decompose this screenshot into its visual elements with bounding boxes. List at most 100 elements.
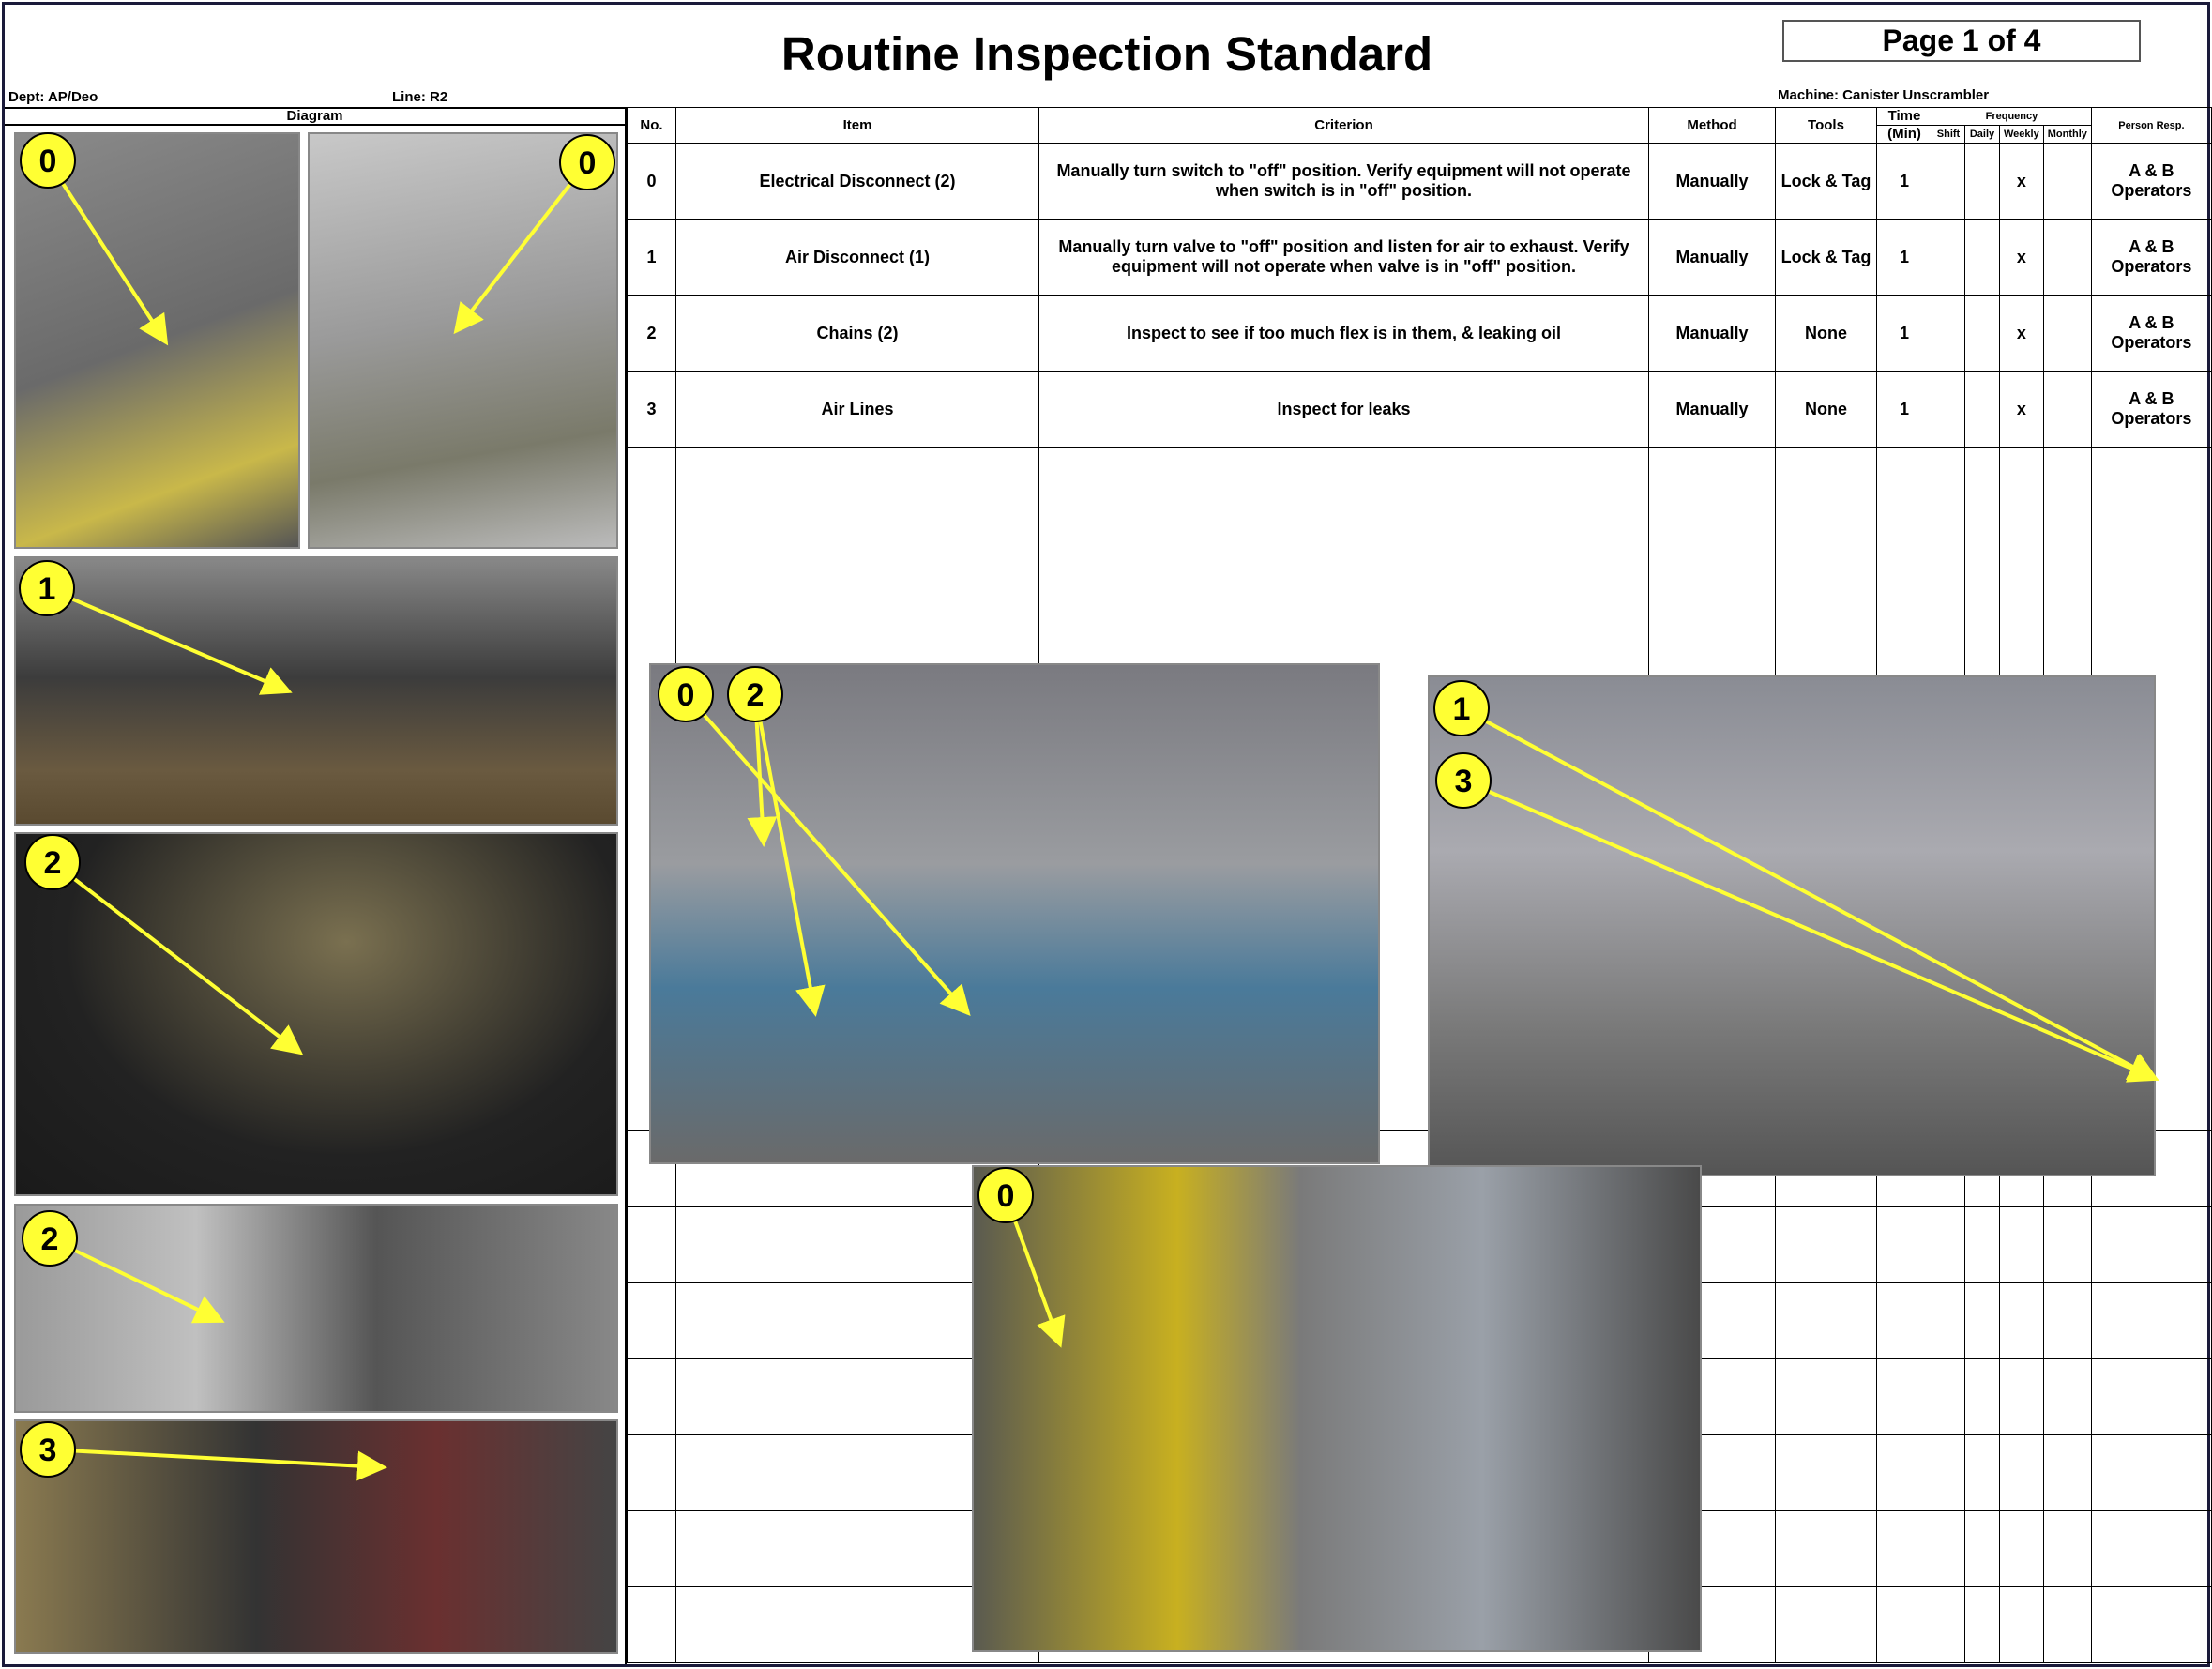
- marker-label: 1: [38, 571, 56, 607]
- marker-label: 0: [39, 144, 57, 179]
- photo-electrical-disconnect-2: [308, 132, 618, 549]
- empty-cell: [1876, 1206, 1932, 1283]
- cell-monthly: [2042, 143, 2092, 220]
- col-method: Method: [1648, 107, 1776, 144]
- marker-circle: [24, 834, 81, 890]
- empty-cell: [1964, 599, 2000, 675]
- empty-cell: [1876, 599, 1932, 675]
- cell-weekly: x: [1999, 295, 2044, 372]
- marker-circle: [19, 560, 75, 616]
- empty-cell: [2090, 1282, 2212, 1359]
- empty-cell: [1964, 1510, 2000, 1587]
- cell-weekly: x: [1999, 143, 2044, 220]
- marker-circle: [20, 132, 76, 189]
- cell-person: A & B Operators: [2090, 219, 2212, 296]
- marker-label: 3: [1455, 764, 1473, 799]
- col-tools: Tools: [1775, 107, 1877, 144]
- marker-arrow: [684, 692, 971, 1016]
- cell-item: Air Disconnect (1): [675, 219, 1039, 296]
- empty-cell: [1038, 599, 1649, 675]
- cell-daily: [1964, 295, 2000, 372]
- marker-circle: [727, 666, 783, 722]
- empty-cell: [1876, 1510, 1932, 1587]
- empty-cell: [1999, 1586, 2044, 1663]
- empty-cell: [627, 599, 676, 675]
- table-row: 1 Air Disconnect (1)Manually turn valve t…: [627, 219, 2212, 296]
- marker-circle: [977, 1167, 1034, 1223]
- cell-criterion: Inspect for leaks: [1038, 371, 1649, 448]
- page-title: Routine Inspection Standard: [780, 27, 1433, 81]
- cell-criterion: Inspect to see if too much flex is in th…: [1038, 295, 1649, 372]
- photo-chains-2: [14, 1204, 618, 1413]
- marker-circle: [1433, 680, 1490, 736]
- empty-cell: [1999, 1434, 2044, 1511]
- dept-label: Dept: AP/Deo: [8, 89, 98, 105]
- marker-label: 2: [747, 677, 765, 713]
- cell-person: A & B Operators: [2090, 295, 2212, 372]
- col-shift: Shift: [1932, 125, 1965, 144]
- col-monthly: Monthly: [2042, 125, 2092, 144]
- empty-cell: [2042, 523, 2092, 599]
- photo-air-disconnect: [14, 556, 618, 826]
- diagram-column: [5, 107, 627, 1664]
- empty-cell: [2090, 1510, 2212, 1587]
- empty-cell: [1876, 1586, 1932, 1663]
- cell-item: Chains (2): [675, 295, 1039, 372]
- cell-time: 1: [1876, 295, 1932, 372]
- empty-cell: [1648, 447, 1776, 523]
- empty-cell: [627, 1358, 676, 1435]
- marker-label: 1: [1453, 691, 1471, 727]
- empty-cell: [2090, 1358, 2212, 1435]
- empty-cell: [627, 1206, 676, 1283]
- photo-line-overview-2: [1428, 675, 2156, 1176]
- cell-shift: [1932, 295, 1965, 372]
- empty-cell: [1964, 1434, 2000, 1511]
- empty-cell: [2090, 1434, 2212, 1511]
- cell-shift: [1932, 219, 1965, 296]
- marker-arrow: [1462, 779, 2159, 1083]
- col-item: Item: [675, 107, 1039, 144]
- cell-daily: [1964, 371, 2000, 448]
- cell-time: 1: [1876, 371, 1932, 448]
- cell-tools: None: [1775, 295, 1877, 372]
- empty-cell: [627, 1282, 676, 1359]
- empty-row: [627, 447, 2212, 523]
- empty-row: [627, 523, 2212, 599]
- marker-arrow: [51, 860, 304, 1055]
- cell-time: 1: [1876, 143, 1932, 220]
- cell-criterion: Manually turn switch to "off" position. …: [1038, 143, 1649, 220]
- empty-cell: [1999, 1282, 2044, 1359]
- marker-label: 2: [41, 1221, 59, 1257]
- empty-cell: [2090, 1206, 2212, 1283]
- empty-cell: [2042, 1358, 2092, 1435]
- empty-cell: [1775, 1358, 1877, 1435]
- empty-cell: [2090, 447, 2212, 523]
- marker-label: 0: [997, 1178, 1015, 1214]
- cell-time: 1: [1876, 219, 1932, 296]
- cell-monthly: [2042, 219, 2092, 296]
- empty-cell: [1876, 1358, 1932, 1435]
- empty-cell: [627, 523, 676, 599]
- empty-cell: [2042, 1206, 2092, 1283]
- cell-person: A & B Operators: [2090, 371, 2212, 448]
- marker-circle: [559, 134, 615, 190]
- marker-circle: [658, 666, 714, 722]
- empty-cell: [2090, 523, 2212, 599]
- cell-criterion: Manually turn valve to "off" position an…: [1038, 219, 1649, 296]
- line-label: Line: R2: [392, 89, 448, 105]
- marker-circle: [20, 1421, 76, 1478]
- empty-cell: [1876, 523, 1932, 599]
- empty-cell: [2090, 1586, 2212, 1663]
- marker-arrow: [1461, 706, 2159, 1081]
- diagram-header: Diagram: [5, 107, 627, 126]
- empty-cell: [1932, 1586, 1965, 1663]
- empty-cell: [1964, 1586, 2000, 1663]
- empty-cell: [1932, 599, 1965, 675]
- empty-cell: [1775, 1586, 1877, 1663]
- empty-cell: [1775, 447, 1877, 523]
- empty-cell: [2090, 599, 2212, 675]
- photo-chains-1: [14, 832, 618, 1196]
- empty-cell: [1932, 523, 1965, 599]
- col-criterion: Criterion: [1038, 107, 1649, 144]
